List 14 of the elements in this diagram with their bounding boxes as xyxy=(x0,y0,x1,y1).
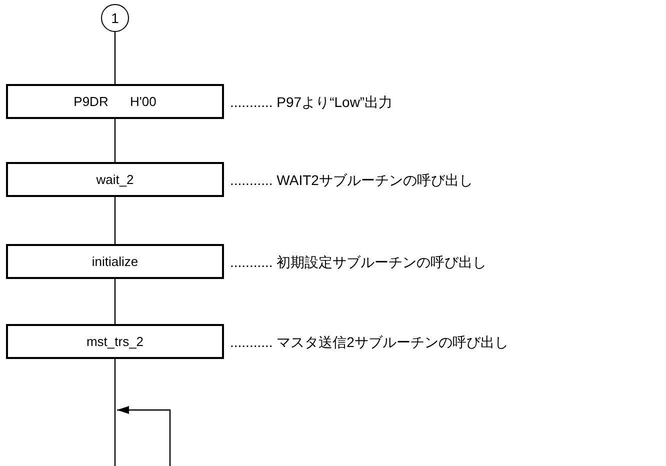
step-note: ........... 初期設定サブルーチンの呼び出し xyxy=(230,254,487,270)
process-box: wait_2 xyxy=(6,162,224,197)
step-note: ........... マスタ送信2サブルーチンの呼び出し xyxy=(230,334,508,350)
process-box: mst_trs_2 xyxy=(6,324,224,359)
flow-line xyxy=(114,119,116,162)
connector-circle: 1 xyxy=(101,4,129,32)
flow-line xyxy=(114,32,116,84)
flow-line xyxy=(114,279,116,324)
step-note: ........... P97より“Low”出力 xyxy=(230,94,393,110)
flow-line xyxy=(114,197,116,244)
process-box: initialize xyxy=(6,244,224,279)
process-box: P9DR H'00 xyxy=(6,84,224,119)
step-note: ........... WAIT2サブルーチンの呼び出し xyxy=(230,172,473,188)
flow-line xyxy=(114,359,116,466)
